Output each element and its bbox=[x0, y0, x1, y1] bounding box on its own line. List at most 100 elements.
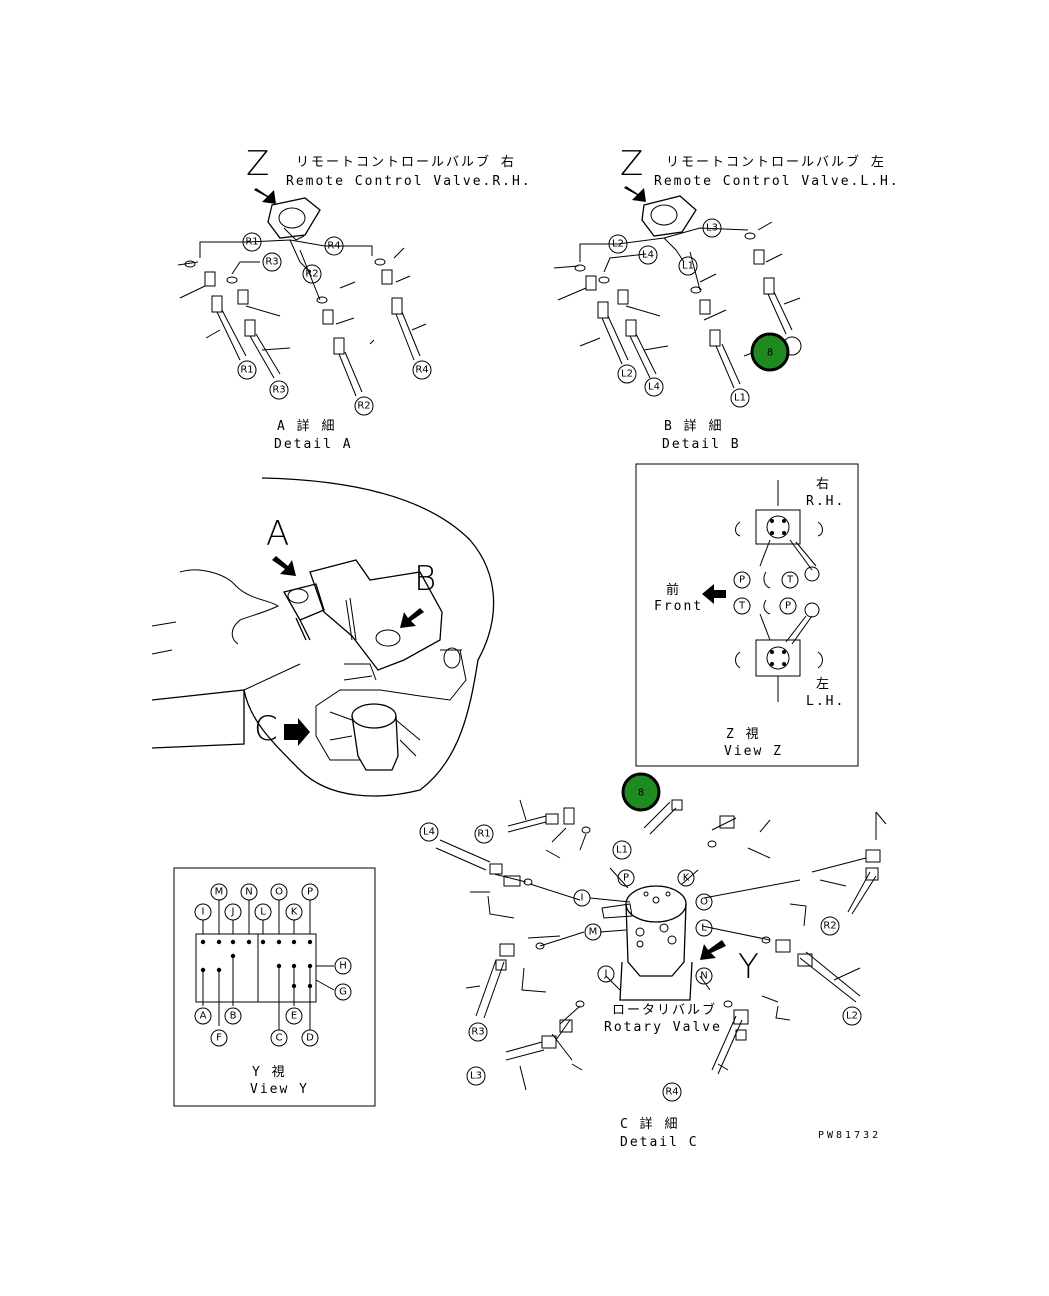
detail-b-caption-jp: B 詳 細 bbox=[664, 418, 723, 434]
port-m: M bbox=[215, 887, 224, 898]
view-z-lh-en: L.H. bbox=[806, 694, 845, 709]
view-arrow-icon bbox=[624, 186, 646, 202]
detail-a-caption-en: Detail A bbox=[274, 437, 353, 452]
port-d: D bbox=[306, 1033, 314, 1044]
overview-letter-a: A bbox=[266, 514, 289, 554]
detail-c-caption-en: Detail C bbox=[620, 1135, 699, 1150]
callout-l2: L2 bbox=[846, 1011, 858, 1022]
rotary-port-p: P bbox=[623, 873, 629, 884]
port-f: F bbox=[216, 1033, 222, 1044]
view-z-panel: 右 R.H. P T 前 Front T P 左 L.H. Z 視 View Z bbox=[635, 463, 859, 767]
callout-r2: R2 bbox=[823, 921, 836, 932]
port-k: K bbox=[291, 907, 298, 918]
callout-r4: R4 bbox=[665, 1087, 678, 1098]
callout-l2-top: L2 bbox=[612, 239, 624, 250]
rotary-port-k: K bbox=[683, 873, 690, 884]
callout-r1-top: R1 bbox=[245, 237, 258, 248]
view-z-caption-en: View Z bbox=[724, 744, 783, 759]
drawing-number: PW81732 bbox=[818, 1130, 881, 1141]
port-e: E bbox=[291, 1011, 297, 1022]
rotary-port-j: J bbox=[604, 969, 608, 980]
port-l: L bbox=[260, 907, 266, 918]
rotary-port-n: N bbox=[700, 971, 707, 982]
detail-b-title-en: Remote Control Valve.L.H. bbox=[654, 174, 900, 189]
callout-r3-bottom: R3 bbox=[272, 385, 285, 396]
rotary-port-l: L bbox=[701, 923, 707, 934]
overview-letter-c: C bbox=[254, 709, 278, 749]
callout-l1: L1 bbox=[616, 845, 628, 856]
port-i: I bbox=[202, 907, 205, 918]
detail-a-view-letter: Z bbox=[246, 144, 269, 184]
callout-l3: L3 bbox=[470, 1071, 482, 1082]
callout-l2-bottom: L2 bbox=[621, 369, 633, 380]
detail-c-caption-jp: C 詳 細 bbox=[620, 1116, 679, 1132]
arrow-b-icon bbox=[400, 608, 424, 628]
machine-overview: A B C bbox=[151, 477, 495, 797]
callout-r1-bottom: R1 bbox=[240, 365, 253, 376]
port-j: J bbox=[231, 907, 235, 918]
view-arrow-icon bbox=[254, 188, 276, 204]
port-a: A bbox=[200, 1011, 207, 1022]
port-p-top: P bbox=[739, 575, 745, 586]
view-y-caption-jp: Y 視 bbox=[252, 1065, 287, 1080]
callout-l1-top: L1 bbox=[682, 261, 694, 272]
callout-r2-top: R2 bbox=[305, 269, 318, 280]
callout-l4: L4 bbox=[423, 827, 435, 838]
hotspot-marker[interactable]: 8 bbox=[621, 772, 661, 812]
view-z-lh-jp: 左 bbox=[816, 677, 831, 692]
remote-valve-lh bbox=[641, 195, 697, 237]
hotspot-label: 8 bbox=[767, 348, 773, 359]
front-arrow-icon bbox=[702, 584, 726, 604]
detail-b-view-letter: Z bbox=[620, 144, 643, 184]
rotary-port-i: I bbox=[581, 893, 584, 904]
view-y-caption-en: View Y bbox=[250, 1082, 309, 1097]
port-n: N bbox=[245, 887, 252, 898]
detail-a-title-jp: リモートコントロールバルブ 右 bbox=[296, 154, 516, 170]
detail-b-title-jp: リモートコントロールバルブ 左 bbox=[666, 154, 886, 170]
port-b: B bbox=[230, 1011, 237, 1022]
detail-b: Z リモートコントロールバルブ 左 Remote Control Valve.L… bbox=[553, 144, 900, 452]
callout-l4-top: L4 bbox=[642, 250, 654, 261]
port-t-bottom: T bbox=[738, 601, 746, 612]
detail-c: Y P K I O M L J N bbox=[419, 799, 887, 1150]
arrow-a-icon bbox=[272, 556, 296, 576]
port-g: G bbox=[339, 987, 347, 998]
overview-letter-b: B bbox=[414, 559, 436, 599]
port-c: C bbox=[276, 1033, 283, 1044]
rotary-port-m: M bbox=[589, 927, 598, 938]
callout-r4-top: R4 bbox=[327, 241, 340, 252]
callout-r2-bottom: R2 bbox=[357, 401, 370, 412]
rotary-valve-jp: ロータリバルブ bbox=[612, 1002, 717, 1018]
port-o: O bbox=[275, 887, 283, 898]
rotary-valve-en: Rotary Valve bbox=[604, 1020, 722, 1035]
port-p: P bbox=[307, 887, 313, 898]
view-z-front-en: Front bbox=[654, 599, 703, 614]
rotary-port-o: O bbox=[700, 897, 708, 908]
view-z-rh-en: R.H. bbox=[806, 494, 845, 509]
detail-a: Z リモートコントロールバルブ 右 Remote Control Valve.R… bbox=[177, 144, 532, 452]
callout-r4-bottom: R4 bbox=[415, 365, 428, 376]
hotspot-label: 8 bbox=[638, 788, 644, 799]
view-z-caption-jp: Z 視 bbox=[726, 727, 761, 742]
view-z-front-jp: 前 bbox=[666, 582, 681, 598]
port-p-bottom: P bbox=[785, 601, 791, 612]
port-t-top: T bbox=[786, 575, 794, 586]
hotspot-marker[interactable]: 8 bbox=[750, 332, 790, 372]
callout-r3: R3 bbox=[471, 1027, 484, 1038]
view-z-rh-jp: 右 bbox=[816, 477, 831, 492]
view-y-panel: M N O P I J L K H G A B E F C D Y 視 View… bbox=[173, 867, 376, 1107]
detail-c-view-letter: Y bbox=[738, 947, 759, 987]
callout-r3-top: R3 bbox=[265, 257, 278, 268]
detail-a-title-en: Remote Control Valve.R.H. bbox=[286, 174, 532, 189]
callout-l3-top: L3 bbox=[706, 223, 718, 234]
remote-valve-rh bbox=[267, 197, 321, 239]
detail-b-caption-en: Detail B bbox=[662, 437, 741, 452]
arrow-c-icon bbox=[284, 718, 310, 746]
detail-a-caption-jp: A 詳 細 bbox=[277, 418, 336, 434]
callout-r1: R1 bbox=[477, 829, 490, 840]
arrow-y-icon bbox=[700, 940, 726, 960]
callout-l4-bottom: L4 bbox=[648, 382, 660, 393]
port-h: H bbox=[339, 961, 347, 972]
callout-l1-bottom: L1 bbox=[734, 393, 746, 404]
